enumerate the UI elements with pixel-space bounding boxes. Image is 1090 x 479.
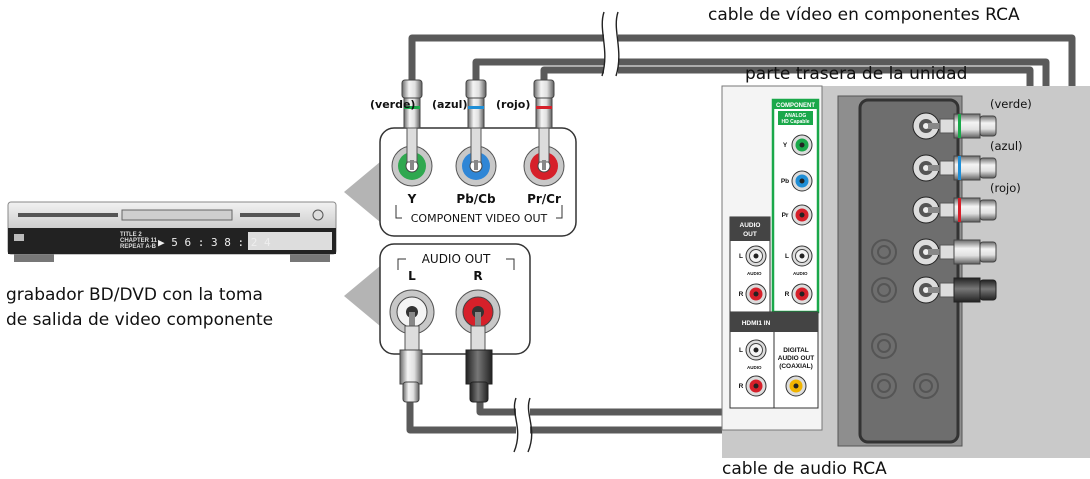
audio-jack-label-r: R	[473, 269, 482, 283]
audio-cable-label: cable de audio RCA	[722, 459, 887, 479]
tv-video-plugs	[928, 113, 997, 223]
audio-jack-label-l: L	[408, 269, 416, 283]
cable-break-top	[601, 11, 620, 77]
tv-rear-panel: COMPONENT ANALOG HD Capable Y Pb Pr L	[721, 85, 1090, 458]
panel-audio-out-jacks: L AUDIO R	[739, 245, 767, 305]
panel-hdmi-audio-jacks: L AUDIO R	[739, 339, 767, 397]
tv-plug-green	[928, 113, 997, 139]
panel-jack-pb: Pb	[781, 170, 813, 192]
panel-comp-audio-word: AUDIO	[793, 271, 808, 276]
panel-audio-out-title-1: AUDIO	[740, 222, 761, 229]
plug-red	[533, 79, 555, 170]
audio-out-title: AUDIO OUT	[422, 252, 491, 266]
panel-jack-pr: Pr	[782, 204, 813, 226]
plug-color-blue: (azul)	[432, 98, 467, 111]
jack-label-y: Y	[407, 192, 417, 206]
tv-plug-red	[928, 197, 997, 223]
panel-hdmi-title: HDMI1 IN	[742, 320, 771, 327]
panel-comp-audio-l: L	[785, 253, 789, 260]
panel-audio-out-word: AUDIO	[747, 271, 762, 276]
jack-label-pr: Pr/Cr	[527, 192, 561, 206]
panel-jack-y: Y	[783, 134, 813, 156]
panel-coaxial-jack	[785, 375, 807, 397]
panel-label-pb: Pb	[781, 178, 789, 185]
component-sub-2: HD Capable	[781, 119, 809, 125]
plug-color-red: (rojo)	[496, 98, 530, 111]
tv-plug-audio-white	[928, 239, 997, 265]
arrow-audio-out	[344, 266, 380, 326]
tv-audio-plugs	[928, 239, 997, 303]
display-line2: CHAPTER 11	[120, 238, 158, 244]
panel-digital-2: AUDIO OUT	[778, 355, 815, 362]
tv-plug-color-red: (rojo)	[990, 181, 1021, 195]
display-time: ▶ 5 6 : 3 8 : 2 4	[158, 236, 271, 249]
panel-audio-out-l: L	[739, 253, 743, 260]
plug-green	[401, 79, 423, 170]
audio-plugs	[399, 312, 493, 403]
tv-plug-audio-black	[928, 277, 997, 303]
panel-digital-1: DIGITAL	[783, 347, 809, 354]
panel-hdmi-audio-word: AUDIO	[747, 365, 762, 370]
panel-component-audio: L AUDIO R	[785, 245, 813, 305]
panel-label-pr: Pr	[782, 212, 789, 219]
panel-hdmi-audio-r: R	[739, 383, 744, 390]
video-cable-label: cable de vídeo en componentes RCA	[708, 5, 1020, 25]
plug-audio-white	[399, 312, 423, 403]
panel-audio-out-r: R	[739, 291, 744, 298]
component-sub-1: ANALOG	[785, 113, 807, 119]
bd-dvd-recorder: TITLE 2 CHAPTER 11 REPEAT A-B ▶ 5 6 : 3 …	[7, 201, 337, 262]
unit-rear-label: parte trasera de la unidad	[745, 64, 967, 84]
audio-out-box: AUDIO OUT L R	[379, 243, 531, 355]
arrow-video-out	[344, 162, 380, 222]
panel-hdmi-audio-l: L	[739, 347, 743, 354]
tv-plug-color-green: (verde)	[990, 97, 1032, 111]
panel-comp-audio-r: R	[785, 291, 790, 298]
tv-plug-blue	[928, 155, 997, 181]
jack-label-pb: Pb/Cb	[456, 192, 496, 206]
component-title: COMPONENT	[776, 103, 815, 109]
display-line1: TITLE 2	[120, 232, 142, 238]
tv-plug-color-blue: (azul)	[990, 139, 1023, 153]
video-plugs	[401, 79, 555, 170]
component-video-out-label: COMPONENT VIDEO OUT	[411, 212, 548, 225]
plug-audio-black	[465, 312, 493, 403]
panel-audio-out-title-2: OUT	[743, 231, 757, 238]
recorder-label-line2: de salida de video componente	[6, 310, 273, 330]
panel-digital-3: (COAXIAL)	[779, 363, 813, 370]
display-line3: REPEAT A-B	[120, 244, 157, 250]
panel-label-y: Y	[783, 142, 788, 149]
plug-color-green: (verde)	[370, 98, 415, 111]
recorder-label-line1: grabador BD/DVD con la toma	[6, 285, 263, 305]
plug-blue	[465, 79, 487, 170]
cable-break-bottom	[513, 397, 533, 453]
